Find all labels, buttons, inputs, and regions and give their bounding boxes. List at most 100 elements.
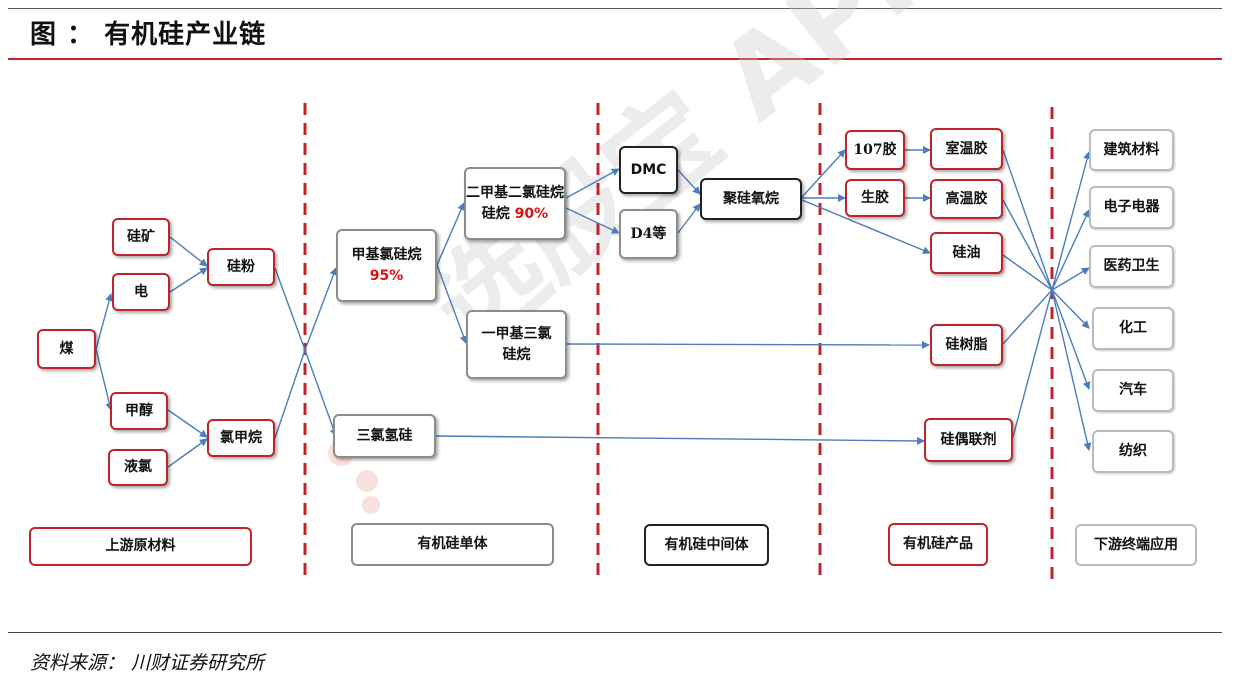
node-app-electronics: 电子电器 [1089,186,1174,229]
node-htv-rubber: 高温胶 [930,179,1003,219]
node-trichlorosilane-label: 三氯氢硅 [356,427,413,444]
node-app-medical: 医药卫生 [1089,245,1174,288]
arrow-cl-mecl [167,438,208,468]
node-methylchlorosilane-pct: 95% [369,267,404,284]
line-resin-hub [1002,289,1053,345]
node-dimethyldichlorosilane-label: 二甲基二氯硅烷 [466,184,564,201]
arrow-d4-poly [677,203,701,234]
arrow-coal-methanol [95,348,114,411]
node-app-textile-label: 纺织 [1119,443,1147,459]
node-silicone-resin: 硅树脂 [930,324,1003,366]
node-dmc-label: DMC [630,161,667,178]
arrow-hub-textile [1051,289,1092,451]
node-methyltrichlorosilane: 一甲基三氯 硅烷 [466,310,567,379]
node-app-auto: 汽车 [1092,369,1174,412]
node-silicon-ore-label: 硅矿 [127,228,155,245]
figure-title: 图 ： 有机硅产业链 [30,20,267,50]
line-coupling-hub [1012,289,1053,438]
node-dimethyldichlorosilane-label2: 硅烷 [481,205,510,222]
arrow-hub-chemical [1051,289,1090,329]
arrow-hub-auto [1051,289,1091,390]
node-coupling-agent: 硅偶联剂 [924,418,1013,462]
node-rtv-rubber-label: 室温胶 [945,140,988,157]
arrow-hub-electronics [1051,209,1090,291]
node-dimethyldichlorosilane: 二甲基二氯硅烷 硅烷 90% [464,167,566,240]
node-dimethyldichlorosilane-pct: 90% [514,205,549,222]
arrow-mcs-dmdcs [436,202,465,266]
node-rtv-rubber: 室温胶 [930,128,1003,170]
node-silicon-powder: 硅粉 [207,248,275,286]
line-htv-hub [1002,199,1053,291]
node-silicone-oil: 硅油 [930,232,1003,274]
arrow-dmc-poly [677,169,701,195]
node-methylchlorosilane: 甲基氯硅烷 95% [336,229,437,302]
node-methyl-chloride-label: 氯甲烷 [220,429,262,446]
node-liquid-chlorine: 液氯 [108,449,168,486]
node-app-electronics-label: 电子电器 [1103,199,1160,215]
node-polysiloxane: 聚硅氧烷 [700,178,802,220]
node-raw-rubber-label: 生胶 [861,189,889,206]
arrow-poly-107 [801,149,846,198]
arrow-dmdcs-d4 [565,207,620,234]
arrow-ore-powder [169,236,208,267]
node-electricity: 电 [112,273,170,311]
arrow-hub-mcs [304,267,338,351]
node-d4: D4等 [619,209,678,259]
category-upstream: 上游原材料 [29,527,252,566]
arrow-dmdcs-dmc [565,168,620,199]
node-app-textile: 纺织 [1092,430,1174,473]
arrow-coal-electricity [95,293,114,350]
line-oil-hub [1002,254,1053,291]
node-107-rubber-label: 107胶 [853,141,897,158]
node-silicone-oil-label: 硅油 [952,244,981,261]
arrow-tcs-coupling [435,435,925,445]
node-app-auto-label: 汽车 [1119,382,1147,398]
arrow-elec-powder [169,267,208,293]
title-rule [8,58,1222,60]
category-downstream-label: 下游终端应用 [1094,536,1178,553]
category-intermediate-label: 有机硅中间体 [664,536,749,553]
node-app-medical-label: 医药卫生 [1103,258,1160,274]
footer-rule [8,632,1222,633]
node-app-chemical-label: 化工 [1119,320,1147,336]
arrow-mtcs-resin [566,340,930,349]
node-d4-label: D4等 [630,225,667,242]
node-methylchlorosilane-label: 甲基氯硅烷 [351,246,422,263]
category-monomer-label: 有机硅单体 [417,536,488,552]
node-methyltrichlorosilane-label2: 硅烷 [502,346,531,363]
watermark-dot [362,496,380,514]
category-products: 有机硅产品 [888,523,988,566]
node-methanol: 甲醇 [110,392,168,430]
line-rtv-hub [1002,149,1053,291]
node-liquid-chlorine-label: 液氯 [124,459,152,475]
category-monomer: 有机硅单体 [351,523,554,566]
watermark-dot [356,470,378,492]
category-downstream: 下游终端应用 [1075,524,1197,566]
node-silicon-powder-label: 硅粉 [227,258,255,275]
node-silicone-resin-label: 硅树脂 [945,336,988,353]
node-dmc: DMC [619,146,678,194]
node-coupling-agent-label: 硅偶联剂 [940,431,997,448]
node-coal: 煤 [37,329,96,369]
arrow-hub-construction [1051,151,1092,291]
arrow-poly-oil [801,199,931,255]
node-trichlorosilane: 三氯氢硅 [333,414,436,458]
arrow-mcs-mtcs [436,264,468,344]
title-top-rule [8,8,1222,9]
node-htv-rubber-label: 高温胶 [945,190,988,207]
category-products-label: 有机硅产品 [903,536,973,552]
arrow-methanol-mecl [167,409,208,438]
node-silicon-ore: 硅矿 [112,218,170,256]
arrow-hub-tcs [304,349,338,437]
source-note: 资料来源： 川财证券研究所 [30,652,265,674]
node-raw-rubber: 生胶 [845,179,905,217]
category-intermediate: 有机硅中间体 [644,524,769,566]
node-methanol-label: 甲醇 [125,402,153,419]
line-mecl-hub [274,349,306,439]
node-coal-label: 煤 [59,340,74,357]
node-electricity-label: 电 [134,283,148,300]
node-app-chemical: 化工 [1092,307,1174,350]
node-methyltrichlorosilane-label: 一甲基三氯 [481,325,552,342]
arrow-hub-medical [1051,267,1090,291]
